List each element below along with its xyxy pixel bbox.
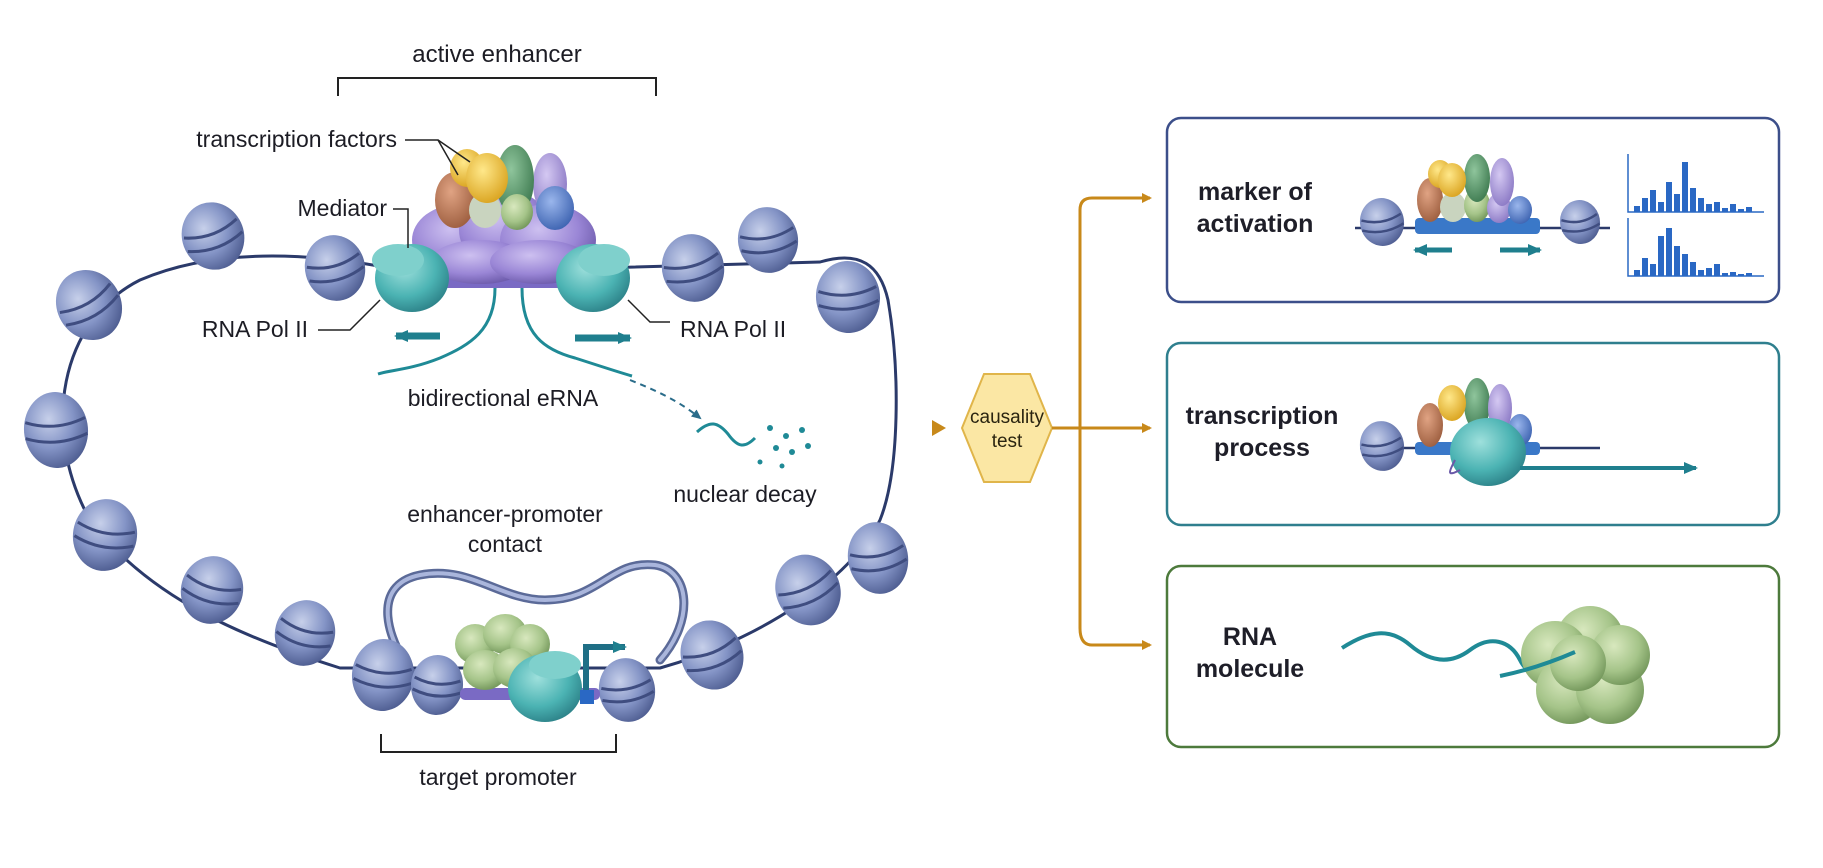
histogram-bar (1650, 190, 1656, 212)
nucleosome (55, 269, 123, 341)
histogram-bottom (1627, 218, 1764, 277)
histogram-bar (1738, 274, 1744, 276)
nucleosome (847, 522, 909, 594)
label-ep-contact-line1: enhancer-promoter (407, 501, 603, 527)
label-mediator: Mediator (298, 195, 388, 221)
causality-hexagon (960, 373, 1054, 483)
histogram-top (1627, 154, 1764, 213)
label-rna-pol-ii-right: RNA Pol II (680, 316, 786, 342)
branch-arrows (1052, 193, 1152, 650)
label-transcription-factors: transcription factors (196, 126, 397, 152)
label-causality-line1: causality (970, 407, 1044, 428)
nucleosome (351, 639, 415, 711)
nucleosome (181, 202, 245, 270)
outcome-process-line1: transcription (1186, 402, 1339, 430)
histogram-bar (1666, 228, 1672, 276)
tss-arrow (583, 641, 627, 698)
nucleosome (775, 554, 841, 626)
process-illustration (1359, 378, 1698, 486)
histogram-bar (1642, 258, 1648, 276)
histogram-bar (1698, 198, 1704, 212)
histogram-bar (1650, 264, 1656, 276)
outcome-process-line2: process (1214, 434, 1310, 462)
enhancer-complex (372, 145, 633, 378)
nucleosome (661, 234, 725, 302)
transcription-factor-yellow (466, 153, 508, 203)
marker-illustration (1355, 154, 1610, 256)
label-target-promoter: target promoter (419, 764, 577, 790)
activation-histograms (1627, 154, 1764, 277)
label-rna-pol-ii-left: RNA Pol II (202, 316, 308, 342)
nucleosome (72, 499, 138, 571)
histogram-bar (1674, 194, 1680, 212)
nucleosome (680, 620, 744, 690)
erna-left-strand (377, 287, 497, 376)
histogram-bar (1690, 262, 1696, 276)
nucleosome (304, 235, 366, 301)
erna-right-strand (520, 287, 633, 378)
nucleosomes (23, 202, 909, 722)
nucleosome (815, 261, 881, 333)
histogram-bar (1682, 254, 1688, 276)
label-active-enhancer: active enhancer (412, 41, 581, 68)
histogram-bar (1658, 236, 1664, 276)
nucleosome (180, 556, 244, 624)
nucleosome (274, 600, 336, 666)
decaying-erna (695, 422, 757, 447)
histogram-bar (1634, 270, 1640, 276)
histogram-bar (1698, 270, 1704, 276)
histogram-bar (1722, 208, 1728, 212)
histogram-bar (1642, 198, 1648, 212)
histogram-bar (1634, 206, 1640, 212)
label-nuclear-decay: nuclear decay (673, 481, 817, 507)
label-bidirectional-erna: bidirectional eRNA (408, 385, 599, 411)
histogram-bar (1690, 188, 1696, 212)
histogram-bar (1722, 273, 1728, 276)
histogram-bar (1674, 246, 1680, 276)
nucleosome (410, 655, 464, 715)
histogram-bar (1738, 209, 1744, 212)
label-ep-contact-line2: contact (468, 531, 543, 557)
histogram-bar (1714, 202, 1720, 212)
histogram-bar (1706, 204, 1712, 212)
nuclear-decay-group (629, 379, 811, 469)
histogram-bar (1730, 272, 1736, 276)
histogram-bar (1666, 182, 1672, 212)
rna-molecule-illustration (1340, 606, 1650, 724)
nucleosome (23, 392, 89, 468)
leader-lines (318, 139, 670, 331)
nucleosome (737, 207, 799, 273)
histogram-bar (1714, 264, 1720, 276)
histogram-bar (1682, 162, 1688, 212)
outcome-rna-line2: molecule (1196, 655, 1304, 683)
promoter-complex (455, 614, 627, 722)
histogram-bar (1730, 204, 1736, 212)
histogram-bar (1658, 202, 1664, 212)
histogram-bar (1746, 207, 1752, 212)
outcome-marker-line2: activation (1197, 210, 1314, 238)
outcome-rna-line1: RNA (1223, 623, 1277, 651)
rna-binding-protein (1521, 606, 1650, 724)
active-enhancer-bracket (337, 77, 657, 96)
outcome-marker-line1: marker of (1198, 178, 1313, 206)
histogram-bar (1746, 273, 1752, 276)
rna-fragments (757, 425, 811, 469)
histogram-bar (1706, 268, 1712, 276)
transcription-factor-blue (536, 186, 574, 230)
process-pol-ii (1450, 418, 1526, 486)
label-causality-line2: test (992, 431, 1023, 452)
nucleosome (598, 658, 656, 722)
target-promoter-bracket (380, 734, 617, 753)
